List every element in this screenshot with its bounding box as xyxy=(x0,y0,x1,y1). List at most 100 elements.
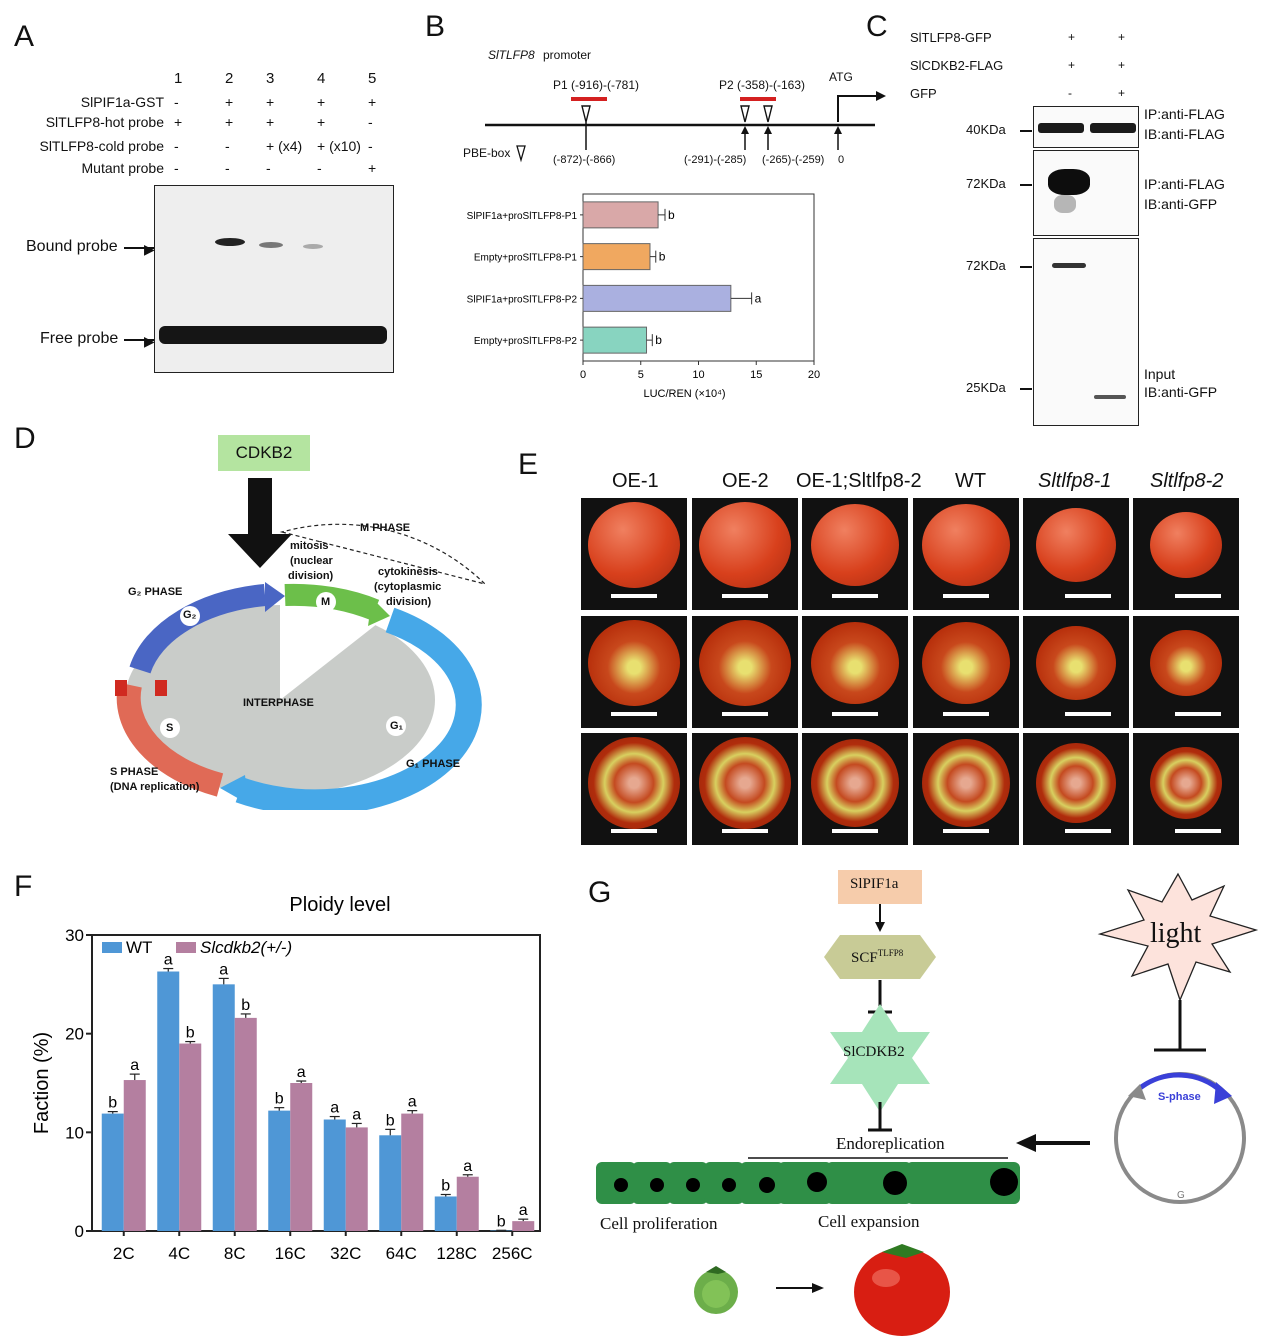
sig-letter: b xyxy=(108,1095,117,1112)
cdkb2-node-label: SlCDKB2 xyxy=(843,1044,905,1060)
division2-label: division) xyxy=(386,596,432,608)
sig-letter: b xyxy=(497,1213,506,1230)
scale-bar xyxy=(1065,594,1111,598)
ploidy-bar xyxy=(401,1113,424,1231)
condition-row-label: Mutant probe xyxy=(81,160,165,176)
panel-label-c: C xyxy=(866,10,888,43)
luc-bar xyxy=(582,326,648,354)
fruit-photo xyxy=(692,616,798,728)
antibody-ip-label: IP:anti-FLAG xyxy=(1144,106,1225,122)
sig-letter: b xyxy=(659,250,666,264)
y-tick-label: 10 xyxy=(65,1123,84,1142)
genotype-label: WT xyxy=(955,470,987,492)
y-axis-label: Faction (%) xyxy=(31,1032,53,1134)
condition-value: - xyxy=(174,160,179,176)
input-band-25 xyxy=(1094,395,1126,399)
transverse-section xyxy=(1150,747,1222,819)
scale-bar xyxy=(1175,829,1221,833)
scale-bar xyxy=(1065,712,1111,716)
whole-fruit xyxy=(1150,512,1222,578)
mitosis-label: mitosis xyxy=(290,540,329,552)
fruit-photo xyxy=(913,616,1019,728)
condition-row-label: SlTLFP8-hot probe xyxy=(45,114,164,130)
x-tick-label: 128C xyxy=(436,1244,477,1263)
condition-value: + xyxy=(317,94,326,110)
coip-row-label: SlCDKB2-FLAG xyxy=(910,58,1004,73)
mw-marker: 25KDa xyxy=(966,380,1006,395)
x-tick-label: 16C xyxy=(275,1244,306,1263)
fruit-photo xyxy=(913,733,1019,845)
coip-value: + xyxy=(1118,86,1126,100)
coip-row-label: GFP xyxy=(910,86,937,101)
coip-value: + xyxy=(1068,58,1076,72)
fruit-photo xyxy=(802,616,908,728)
x-tick-label: 2C xyxy=(113,1244,135,1263)
fruit-photo xyxy=(1133,733,1239,845)
cytokinesis-label: cytokinesis xyxy=(378,566,438,578)
emsa-gel xyxy=(154,185,394,373)
scale-bar xyxy=(832,712,878,716)
scale-bar xyxy=(722,594,768,598)
free-arrow xyxy=(124,339,154,341)
g1-label: G₁ xyxy=(390,720,404,732)
fruit-photo xyxy=(1133,498,1239,610)
longitudinal-section xyxy=(699,620,791,706)
chart-frame xyxy=(91,934,541,1232)
s-phase-label: S PHASE xyxy=(110,766,159,778)
x-tick-label: 8C xyxy=(224,1244,246,1263)
flag-band-lane1 xyxy=(1038,123,1084,133)
x-tick-label: 32C xyxy=(330,1244,361,1263)
legend-swatch xyxy=(102,942,122,953)
whole-fruit xyxy=(811,504,899,586)
free-arrowhead: ▶ xyxy=(144,333,155,349)
condition-value: + xyxy=(266,94,275,110)
bound-band-lane4 xyxy=(303,244,323,249)
whole-fruit xyxy=(588,502,680,588)
scale-bar xyxy=(611,594,657,598)
sig-letter: b xyxy=(441,1177,450,1194)
pbe-box-label: PBE-box xyxy=(463,146,511,160)
x-tick-label: 64C xyxy=(386,1244,417,1263)
free-band xyxy=(159,326,387,344)
cell-row xyxy=(596,1162,1020,1204)
light-label: light xyxy=(1150,918,1202,949)
antibody-ip-label: IP:anti-FLAG xyxy=(1144,176,1225,192)
mw-tick xyxy=(1020,388,1032,390)
fruit-photo xyxy=(581,616,687,728)
x-axis-label: LUC/REN (×10⁴) xyxy=(643,388,725,400)
promoter-title: promoter xyxy=(543,48,592,62)
sig-letter: a xyxy=(297,1064,306,1081)
condition-value: - xyxy=(174,94,179,110)
condition-value: - xyxy=(225,138,230,154)
site3-label: (-265)-(-259) xyxy=(762,154,825,166)
legend-entry: Slcdkb2(+/-) xyxy=(200,938,292,957)
fruit-photo xyxy=(913,498,1019,610)
coip-value: - xyxy=(1068,86,1072,100)
p2-label: P2 (-358)-(-163) xyxy=(719,78,806,92)
cytoplasmic-label: (cytoplasmic xyxy=(374,581,442,593)
mw-tick xyxy=(1020,130,1032,132)
panel-label-d: D xyxy=(14,422,36,455)
sig-letter: a xyxy=(130,1057,139,1074)
x-tick-label: 5 xyxy=(638,369,644,381)
model-diagram xyxy=(596,870,1259,1336)
transverse-section xyxy=(922,739,1010,827)
free-probe-label: Free probe xyxy=(40,330,119,347)
ploidy-bar xyxy=(512,1221,535,1231)
sig-letter: b xyxy=(655,333,662,347)
sig-letter: a xyxy=(330,1100,339,1117)
legend-swatch xyxy=(176,942,196,953)
coip-row-label: SlTLFP8-GFP xyxy=(910,30,992,45)
ploidy-bar xyxy=(157,971,180,1231)
bound-band-lane3 xyxy=(259,242,283,248)
antibody-ib-label: IB:anti-GFP xyxy=(1144,384,1218,400)
whole-fruit xyxy=(922,504,1010,586)
condition-value: - xyxy=(368,114,373,130)
ploidy-bar xyxy=(212,984,235,1231)
ploidy-bar xyxy=(434,1196,457,1231)
fruit-photo xyxy=(692,733,798,845)
